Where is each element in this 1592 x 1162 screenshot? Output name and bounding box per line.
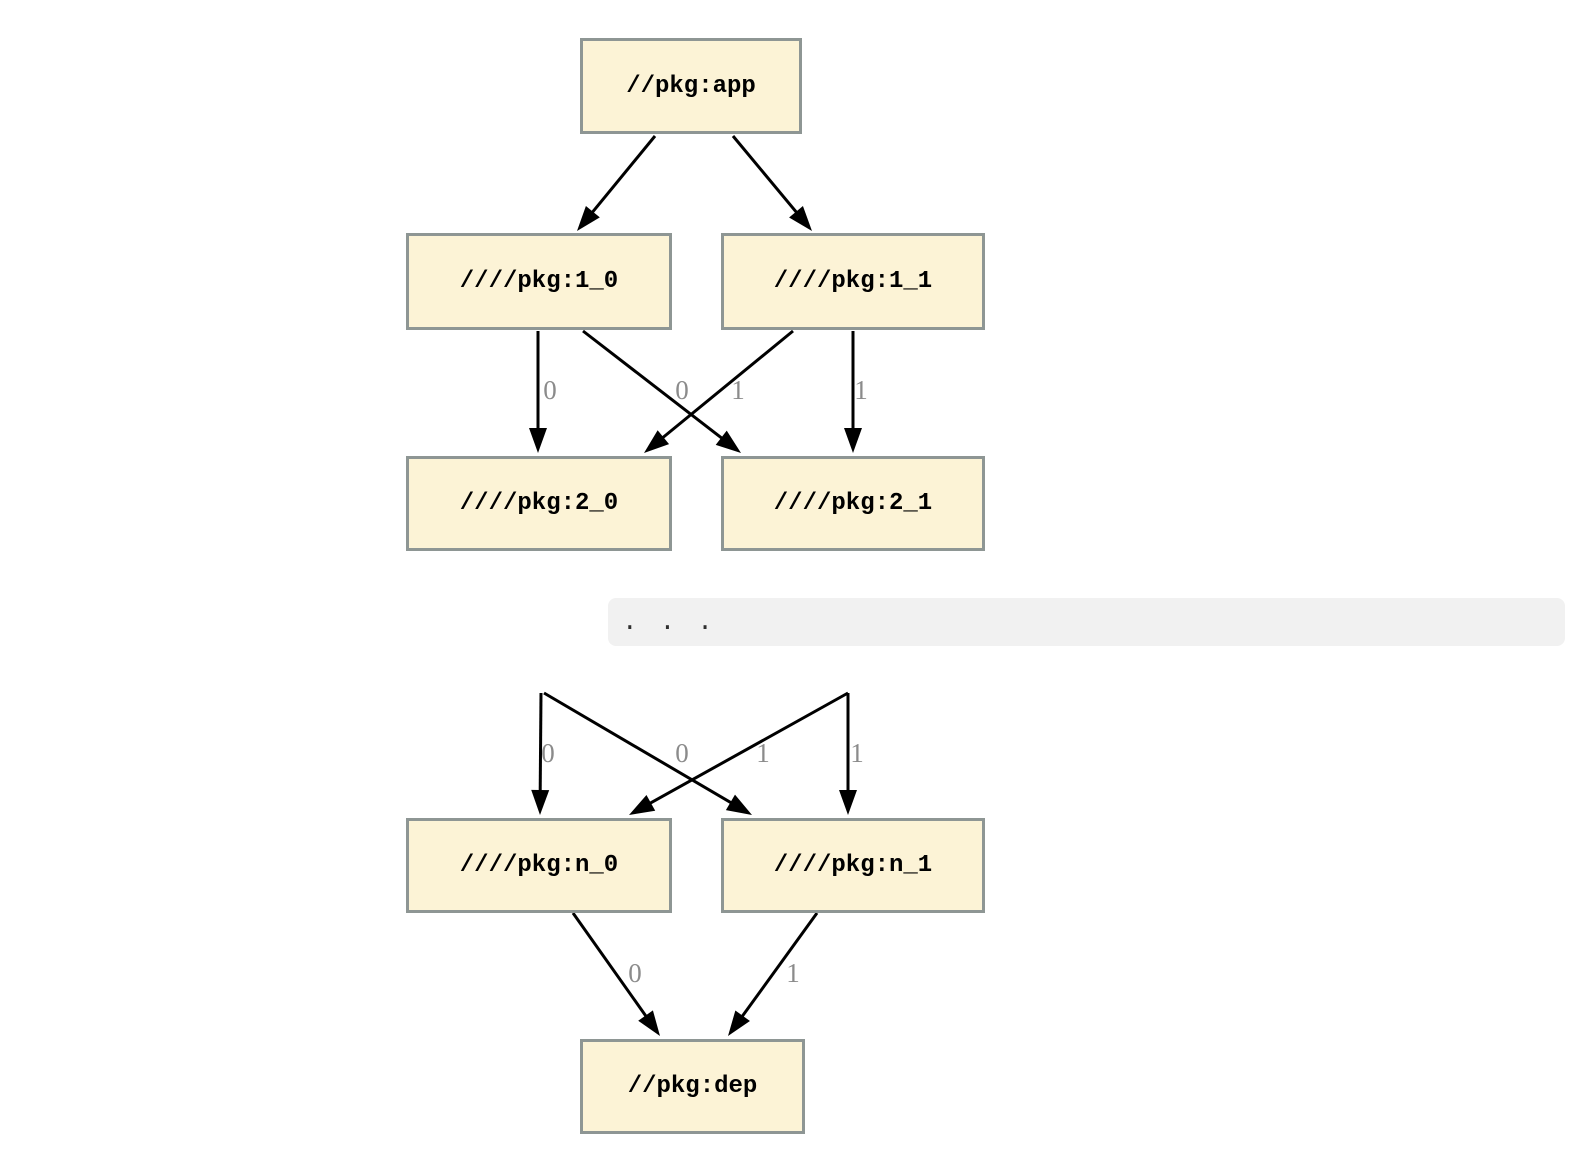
node-label: ////pkg:1_0 (459, 268, 619, 295)
node-label: //pkg:app (626, 72, 756, 100)
arrowhead-icon (725, 794, 752, 815)
node-n-0: ////pkg:n_0 (406, 818, 672, 913)
edge-n-1-to-dep: 1 (728, 912, 819, 1036)
node-1-1: ////pkg:1_1 (721, 233, 985, 330)
node-app: //pkg:app (580, 38, 802, 134)
node-label: //pkg:dep (627, 1073, 758, 1100)
edge-label: 0 (628, 958, 642, 988)
edge-label: 1 (786, 958, 800, 988)
arrowhead-icon (728, 1010, 750, 1036)
edge-n-0-to-dep: 0 (571, 912, 660, 1036)
arrowhead-icon (839, 790, 857, 815)
arrowhead-icon (644, 430, 670, 453)
arrowhead-icon (529, 428, 547, 453)
edge-prev-to-n-0: 0 (629, 691, 849, 815)
node-label: ////pkg:1_1 (773, 268, 933, 295)
arrowhead-icon (715, 430, 741, 453)
edge-label: 0 (675, 375, 689, 405)
ellipsis-band: ... (608, 598, 1565, 646)
edge-1-1-to-2-1: 1 (844, 331, 868, 453)
arrowhead-icon (844, 428, 862, 453)
edge-label: 1 (731, 375, 745, 405)
ellipsis-dots: ... (622, 607, 735, 637)
node-dep: //pkg:dep (580, 1039, 805, 1134)
edge-1-0-to-2-1: 1 (582, 329, 745, 453)
edge-app-to-1-1 (731, 135, 812, 231)
edge-label: 1 (756, 738, 770, 768)
node-label: ////pkg:2_1 (773, 490, 933, 517)
edge-1-1-to-2-0: 0 (644, 329, 794, 453)
edge-1-0-to-2-0: 0 (529, 331, 557, 453)
edge-label: 1 (850, 738, 864, 768)
node-2-1: ////pkg:2_1 (721, 456, 985, 551)
edge-prev-to-n-1: 1 (543, 691, 770, 815)
edge-prev-to-n-0: 0 (531, 692, 555, 815)
arrowhead-icon (629, 794, 656, 815)
edge-prev-to-n-1: 1 (839, 693, 864, 815)
node-label: ////pkg:n_0 (459, 852, 619, 879)
arrowhead-icon (638, 1010, 660, 1036)
edge-label: 0 (541, 738, 555, 768)
node-label: ////pkg:2_0 (459, 490, 619, 517)
node-label: ////pkg:n_1 (773, 852, 933, 879)
arrowhead-icon (531, 789, 550, 815)
arrowhead-icon (577, 205, 600, 231)
arrowhead-icon (789, 206, 812, 231)
node-2-0: ////pkg:2_0 (406, 456, 672, 551)
edge-label: 1 (854, 375, 868, 405)
node-1-0: ////pkg:1_0 (406, 233, 672, 330)
edge-label: 0 (675, 738, 689, 768)
node-n-1: ////pkg:n_1 (721, 818, 985, 913)
edge-label: 0 (543, 375, 557, 405)
edge-app-to-1-0 (577, 135, 657, 231)
